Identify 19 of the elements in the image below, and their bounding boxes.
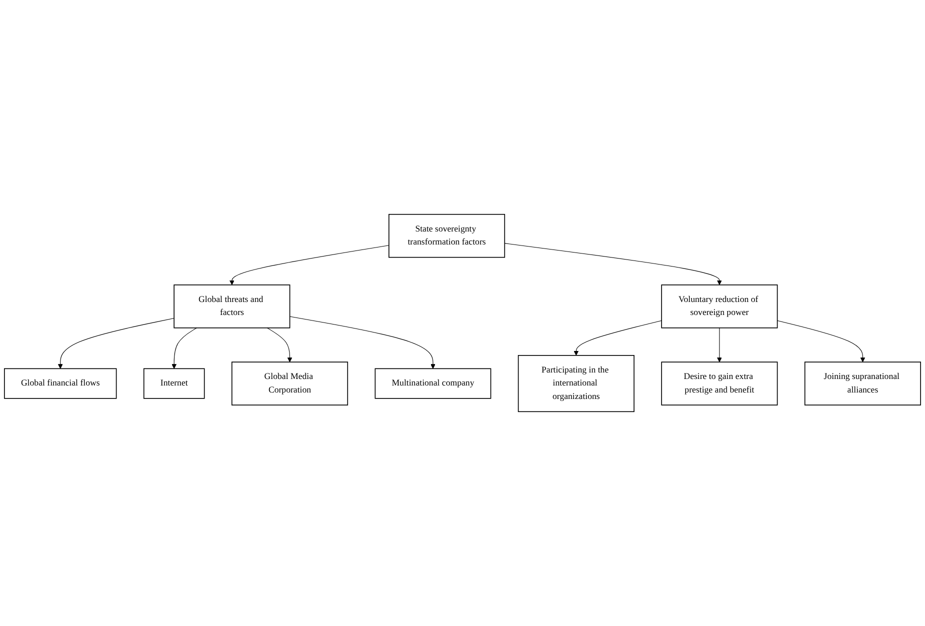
arrow — [172, 328, 197, 369]
node-box: State sovereignty transformation factors — [388, 214, 506, 258]
arrow — [574, 320, 662, 356]
node-box: Voluntary reduction of sovereign power — [661, 284, 778, 328]
arrow — [777, 320, 866, 362]
arrow — [266, 328, 292, 362]
node-box: Joining supranational alliances — [804, 362, 921, 406]
arrow — [58, 318, 174, 369]
arrow — [290, 316, 436, 369]
node-box: Global Media Corporation — [231, 362, 348, 406]
node-box: Participating in the international organizations — [518, 355, 634, 412]
node-box: Internet — [143, 368, 205, 399]
node-box: Global financial flows — [4, 368, 117, 399]
arrow — [504, 243, 722, 286]
node-box: Multinational company — [374, 368, 492, 399]
node-box: Global threats and factors — [174, 284, 290, 328]
arrow — [230, 245, 390, 286]
arrow — [717, 328, 722, 362]
node-box: Desire to gain extra prestige and benefit — [661, 362, 778, 406]
